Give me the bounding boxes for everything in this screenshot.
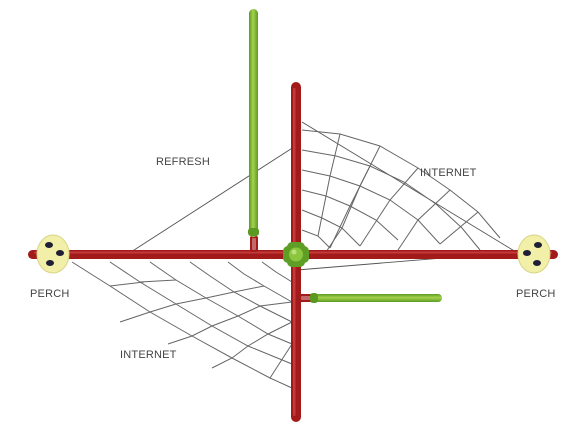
- perch-label-right: PERCH: [516, 288, 556, 300]
- upper-right-rope: [302, 122, 516, 252]
- internet-label-upper: INTERNET: [420, 167, 477, 179]
- web-radial: [440, 212, 478, 244]
- web-strand: [302, 230, 330, 248]
- web-strand: [190, 262, 292, 322]
- internet-net-upper: [302, 130, 500, 252]
- web-strand: [302, 210, 360, 246]
- web-strand: [150, 262, 292, 344]
- web-radial: [270, 344, 292, 378]
- web-radial: [318, 134, 340, 236]
- web-radial: [110, 282, 144, 286]
- web-radial: [360, 168, 418, 246]
- web-radial: [398, 190, 450, 250]
- web-strand: [228, 262, 292, 302]
- web-strand: [302, 150, 480, 250]
- web-strand: [302, 130, 500, 238]
- web-radial: [120, 298, 206, 322]
- web-strand: [72, 262, 292, 388]
- web-strand: [302, 170, 440, 244]
- refresh-label: REFRESH: [156, 156, 210, 168]
- internet-net-lower: [72, 262, 292, 388]
- perch-label-left: PERCH: [30, 288, 70, 300]
- green-vertical-pole: [248, 9, 259, 237]
- perch-pad-icon: [518, 235, 550, 273]
- web-radial: [140, 280, 176, 282]
- web-strand: [262, 262, 292, 282]
- web-radial: [212, 322, 292, 368]
- web-radial: [168, 302, 292, 344]
- perch-pad-icon: [37, 235, 69, 273]
- cross-joint-icon: [283, 242, 309, 267]
- green-horizontal-pole: [310, 293, 442, 303]
- web-radial: [206, 286, 264, 298]
- internet-label-lower: INTERNET: [120, 349, 177, 361]
